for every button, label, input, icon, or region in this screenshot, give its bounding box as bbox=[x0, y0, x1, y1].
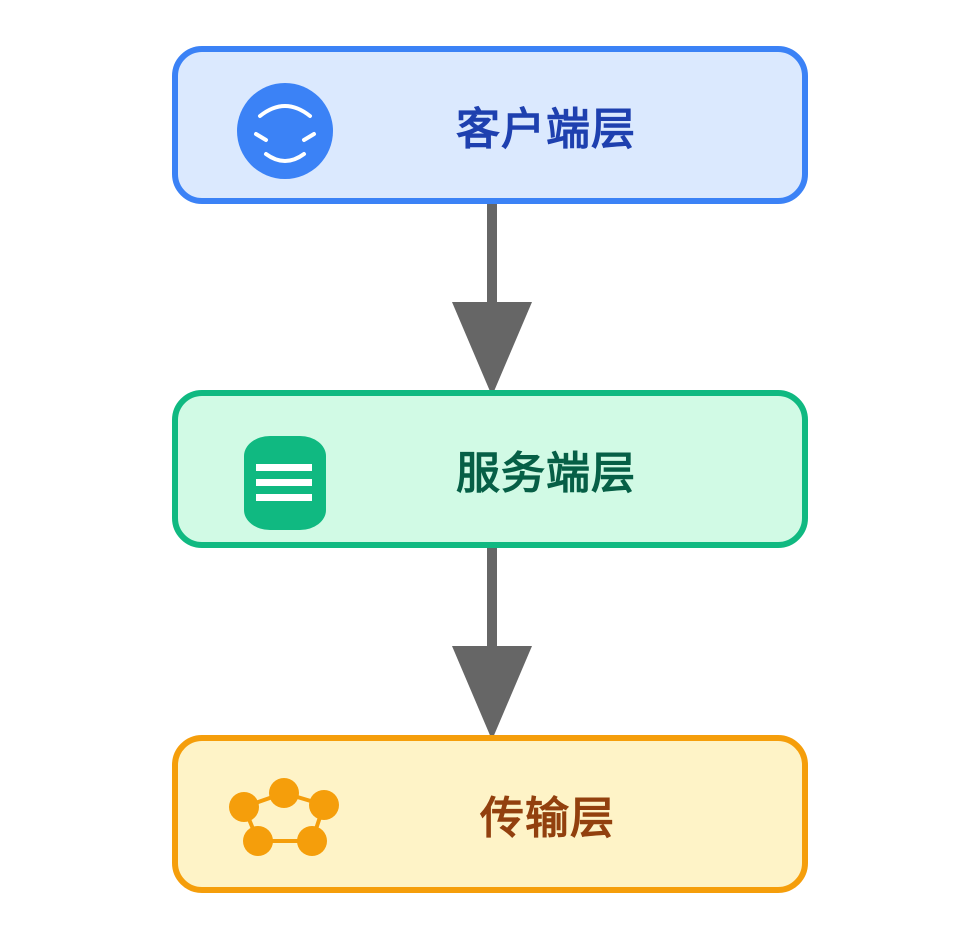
face-icon bbox=[237, 83, 333, 179]
transport-layer-box: 传输层 bbox=[172, 735, 808, 893]
server-layer-box: 服务端层 bbox=[172, 390, 808, 548]
database-icon bbox=[244, 436, 326, 530]
client-layer-box: 客户端层 bbox=[172, 46, 808, 204]
arrow-down-icon bbox=[452, 204, 532, 396]
transport-layer-label: 传输层 bbox=[480, 793, 615, 844]
client-layer-label: 客户端层 bbox=[456, 104, 636, 155]
server-layer-label: 服务端层 bbox=[456, 448, 636, 499]
network-icon bbox=[229, 778, 339, 856]
arrow-down-icon bbox=[452, 548, 532, 740]
